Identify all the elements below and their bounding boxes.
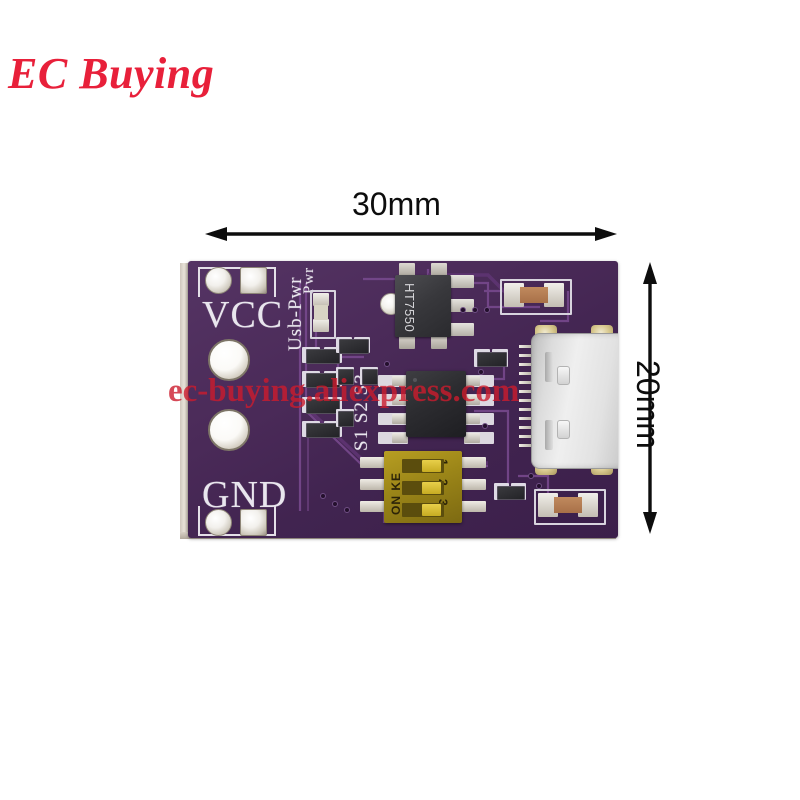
vcc-pad-outline [198,267,276,297]
smd-cap-g [362,369,378,385]
cap-top-body [520,287,548,303]
dip-actuator-3[interactable] [422,504,441,516]
height-dimension-arrow [643,262,657,534]
regulator-lead-2 [450,299,474,312]
terminal-hole-gnd [208,409,250,451]
via-5 [472,307,478,313]
via-9 [344,507,350,513]
brand-logo: EC Buying [8,49,215,98]
via-6 [484,307,490,313]
smd-cap-h [338,411,354,427]
usbc-notch-bottom [557,420,570,439]
regulator-tab-pad-2 [431,263,447,277]
regulator-tab-pad-3 [399,335,415,349]
dip-lead-l2 [360,479,386,490]
ic-pin-r1 [464,376,480,386]
usbc-pin-7 [519,399,532,402]
voltage-regulator-ht7550: HT7550 [395,275,451,337]
terminal-hole-vcc [208,339,250,381]
gnd-pad-1 [205,509,232,536]
usbc-lip-bottom [545,420,553,450]
usbc-pin-1 [519,345,532,348]
cap-top-term-right [544,283,564,307]
regulator-lead-1 [450,275,474,288]
dip-actuator-2[interactable] [422,482,441,494]
ic-pin-l2 [392,395,408,405]
usbc-pin-12 [519,444,532,447]
gnd-pad-outline [198,506,276,536]
regulator-lead-3 [450,323,474,336]
via-10 [528,473,534,479]
dip-lead-l3 [360,501,386,512]
pcb-board-photo: VCC GND Usb-Pwr Pwr S1 S2 S3 HT7550 [180,257,626,542]
via-2 [478,369,484,375]
regulator-part-label: HT7550 [402,283,417,333]
gnd-pad-2 [240,509,267,536]
cap-bottom-body [554,497,582,513]
pwr-resistor [314,305,328,320]
silk-label-vcc: VCC [202,294,284,336]
dip-lead-r3 [460,501,486,512]
dip-lead-r1 [460,457,486,468]
ic-pin-r2 [464,395,480,405]
via-4 [460,307,466,313]
ic-pin-l1 [392,376,408,386]
cap-bottom-term-right [578,493,598,517]
usbc-pin-9 [519,417,532,420]
cap-top-frame [500,279,572,315]
ic-pin1-dot [413,378,417,382]
cap-top-term-left [504,283,524,307]
vcc-pad-1 [205,267,232,294]
pwr-pad-top [313,293,329,306]
smd-cap-j [497,486,525,500]
usbc-pin-5 [519,381,532,384]
dip-actuator-1[interactable] [422,460,441,472]
via-11 [536,483,542,489]
width-dimension-label: 30mm [352,186,441,222]
usbc-pin-3 [519,363,532,366]
regulator-tab-pad [399,263,415,277]
smd-resistor-a [306,349,340,364]
pwr-pad-frame [310,290,336,339]
smd-cap-i [477,352,507,367]
smd-resistor-b [306,373,340,388]
via-7 [320,493,326,499]
ic-pin-r4 [464,433,480,443]
usbc-pin-2 [519,354,532,357]
via-8 [332,501,338,507]
pcb-substrate: VCC GND Usb-Pwr Pwr S1 S2 S3 HT7550 [188,261,618,538]
via-3 [482,423,488,429]
dip-switch-on-label: ON KE [389,471,403,515]
main-controller-ic [406,371,466,437]
dip-lead-l1 [360,457,386,468]
smd-cap-e [339,339,369,354]
via-1 [384,361,390,367]
smd-cap-f [338,369,354,385]
smd-resistor-c [306,399,340,414]
usbc-metal-shell [531,333,618,469]
ic-pin-l4 [392,433,408,443]
regulator-tab-pad-4 [431,335,447,349]
usbc-pin-10 [519,426,532,429]
usbc-pin-8 [519,408,532,411]
dip-lead-r2 [460,479,486,490]
usbc-pin-11 [519,435,532,438]
usbc-pin-4 [519,372,532,375]
vcc-pad-2 [240,267,267,294]
dip-switch-3position[interactable]: ON KE 1 2 3 [384,451,462,523]
ic-pin-l3 [392,414,408,424]
cap-bottom-term-left [538,493,558,517]
board-edge-left [180,263,189,535]
cap-bottom-frame [534,489,606,525]
ic-pin-r3 [464,414,480,424]
usbc-lip-top [545,352,553,382]
pwr-pad-bottom [313,319,329,332]
width-dimension-arrow [205,227,617,241]
usbc-notch-top [557,366,570,385]
usbc-pin-6 [519,390,532,393]
smd-resistor-d [306,423,340,438]
usb-type-c-connector[interactable] [519,325,618,475]
